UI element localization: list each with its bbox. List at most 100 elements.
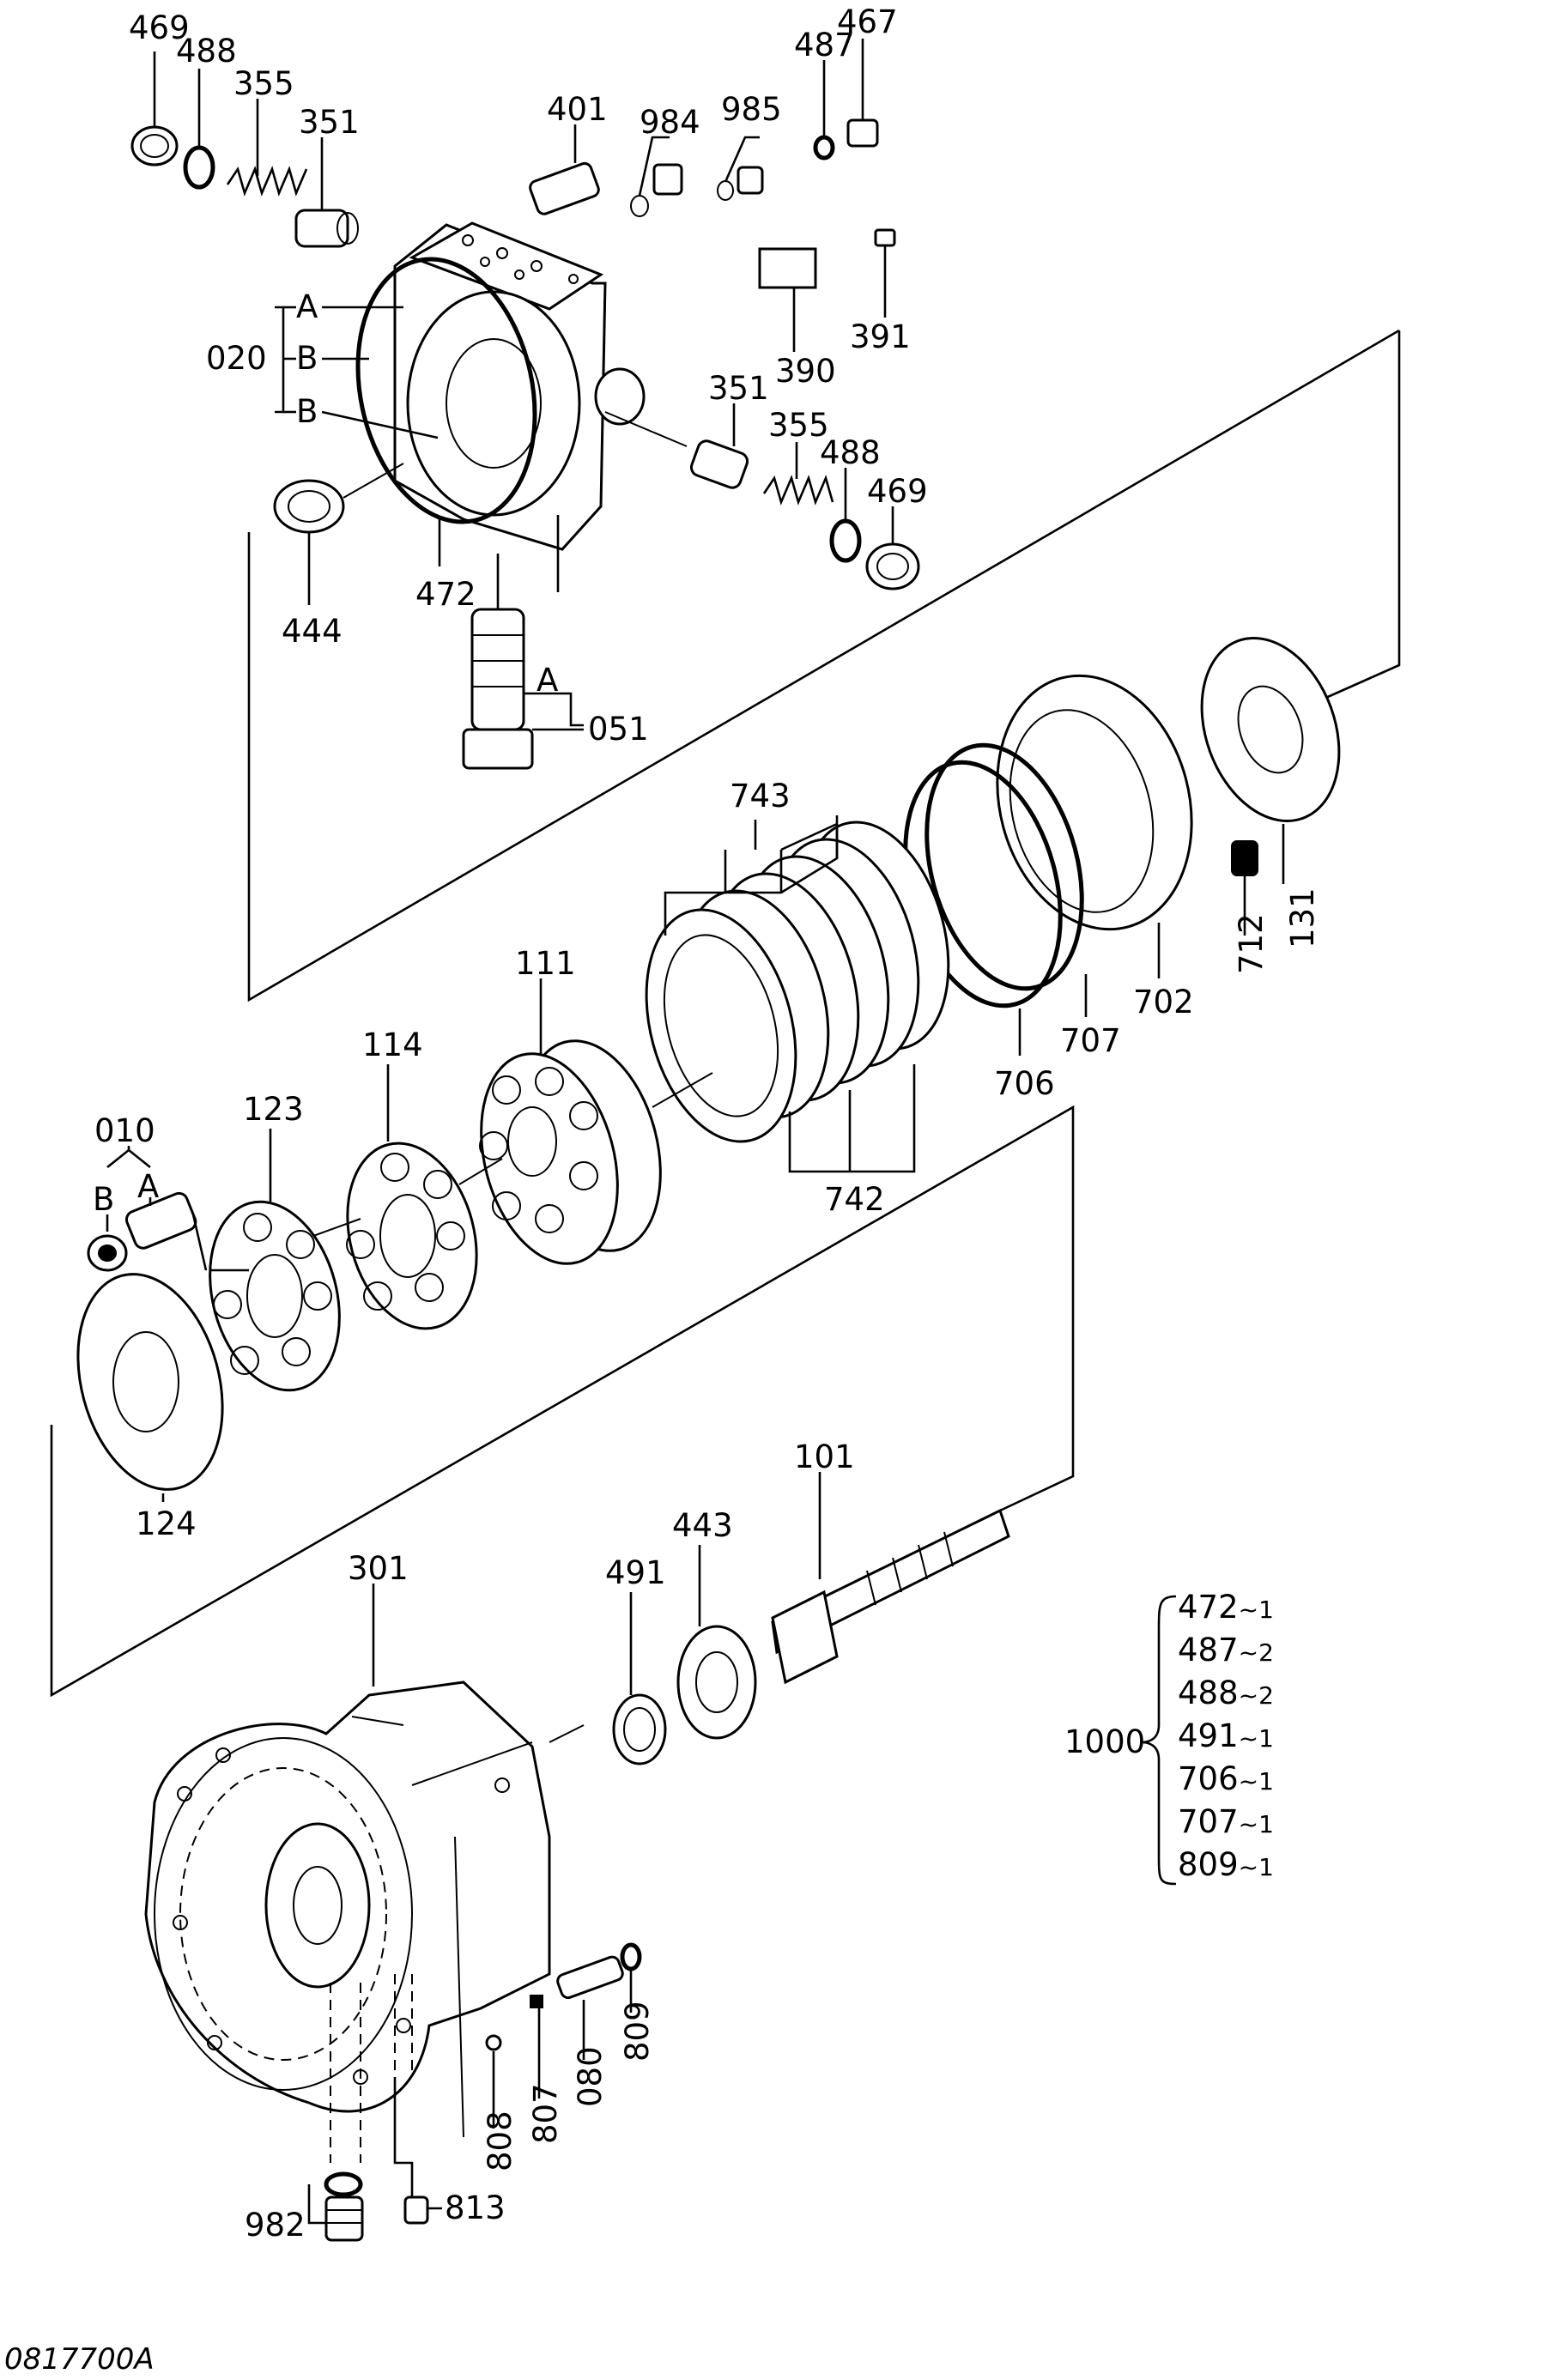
plug-984-part	[630, 136, 683, 217]
oring-488-mid-part	[829, 518, 862, 563]
shaft-101-part	[771, 1472, 1010, 1685]
label-743: 743	[730, 778, 791, 815]
spring-355-mid-part	[762, 442, 834, 506]
label-742: 742	[824, 1181, 885, 1218]
bolt-391-part	[874, 228, 896, 318]
kit-item-487: 487~2	[1178, 1632, 1274, 1668]
label-702: 702	[1133, 984, 1194, 1020]
label-124: 124	[136, 1505, 197, 1542]
kit-item-part: 491	[1178, 1717, 1239, 1754]
oring-809-part	[620, 1942, 642, 1971]
kit-item-472: 472~1	[1178, 1589, 1274, 1626]
kit-item-qty: ~1	[1239, 1853, 1274, 1881]
spool-351-top-part	[294, 137, 359, 248]
brake-piston-702-part	[996, 674, 1193, 978]
ring-707-part	[924, 742, 1084, 991]
kit-item-qty: ~1	[1239, 1724, 1274, 1753]
port-cover-group: 469 488 355 351 401 984	[129, 3, 928, 770]
label-707: 707	[1060, 1022, 1121, 1059]
piston-shoe-010-part	[87, 1191, 208, 1272]
friction-plates-743-742-part	[645, 821, 950, 1143]
label-809: 809	[619, 2001, 656, 2062]
kit-item-qty: ~1	[1239, 1810, 1274, 1838]
plug-982-part	[307, 2171, 364, 2242]
kit-item-qty: ~2	[1239, 1638, 1274, 1667]
housing-group: 101 443 491	[50, 1105, 1075, 2244]
brake-group: 131 712 702 707 706	[76, 329, 1401, 1542]
callout-a-010: A	[137, 1168, 159, 1205]
label-444: 444	[282, 613, 343, 650]
kit-item-part: 707	[1178, 1803, 1239, 1840]
label-080: 080	[572, 2046, 609, 2107]
label-114: 114	[362, 1026, 423, 1063]
bearing-443-part	[676, 1545, 757, 1740]
label-487: 487	[794, 27, 855, 64]
plug-467-part	[846, 39, 879, 148]
valve-051-part	[462, 515, 560, 770]
label-982: 982	[245, 2207, 306, 2244]
label-111: 111	[515, 945, 576, 982]
kit-item-part: 706	[1178, 1760, 1239, 1797]
bearing-444-part	[273, 463, 404, 605]
kit-brace	[1141, 1595, 1177, 1886]
valve-plate-131-part	[1200, 636, 1341, 884]
label-469-top: 469	[129, 9, 190, 46]
label-401: 401	[547, 91, 608, 128]
kit-item-part: 487	[1178, 1632, 1239, 1668]
callout-a-020: A	[296, 288, 318, 325]
callout-a-051: A	[537, 662, 558, 699]
label-355-mid: 355	[768, 407, 829, 444]
cylinder-block-111-part	[479, 978, 662, 1265]
ball-808-part	[485, 2034, 502, 2051]
port-cover-020-part	[393, 221, 646, 551]
callout-b1-020: B	[296, 340, 318, 377]
kit-item-488: 488~2	[1178, 1674, 1274, 1711]
plug-813-part	[393, 2077, 442, 2225]
plug-469-top-part	[130, 51, 179, 167]
housing-301-part	[144, 1584, 585, 2163]
drawing-code: 0817700A	[4, 2342, 155, 2377]
swash-plate-124-part	[76, 1273, 224, 1502]
label-472: 472	[415, 576, 476, 613]
label-985: 985	[721, 91, 782, 128]
label-351-mid: 351	[708, 370, 769, 407]
label-301: 301	[348, 1550, 409, 1587]
kit-item-qty: ~1	[1239, 1596, 1274, 1624]
label-706: 706	[994, 1065, 1055, 1102]
label-467: 467	[837, 3, 898, 40]
oring-487-part	[813, 135, 835, 160]
label-488-top: 488	[176, 33, 237, 70]
label-984: 984	[640, 104, 700, 141]
kit-item-809: 809~1	[1178, 1846, 1274, 1883]
spool-351-mid-part	[689, 403, 749, 489]
plate-123-part	[209, 1129, 341, 1392]
label-355-top: 355	[233, 65, 294, 102]
label-1000: 1000	[1064, 1723, 1145, 1760]
plug-807-part	[530, 1995, 543, 2008]
oring-488-top-part	[183, 145, 215, 190]
label-123: 123	[243, 1091, 304, 1128]
label-813: 813	[445, 2189, 506, 2226]
label-491: 491	[605, 1554, 666, 1591]
seal-491-part	[612, 1592, 667, 1765]
plug-469-mid-part	[865, 506, 920, 590]
label-390: 390	[775, 353, 836, 390]
label-351-top: 351	[299, 104, 360, 141]
label-469-mid: 469	[867, 473, 928, 510]
label-010: 010	[94, 1112, 155, 1149]
callout-b2-020: B	[296, 393, 318, 430]
kit-item-part: 809	[1178, 1846, 1239, 1883]
oring-472-part	[355, 257, 537, 524]
label-808: 808	[482, 2111, 518, 2171]
callout-b-010: B	[93, 1181, 114, 1218]
plug-985-part	[717, 136, 764, 201]
kit-item-part: 472	[1178, 1589, 1239, 1626]
plug-401-part	[529, 124, 600, 215]
kit-item-qty: ~2	[1239, 1681, 1274, 1710]
kit-item-491: 491~1	[1178, 1717, 1274, 1754]
label-807: 807	[527, 2083, 564, 2144]
label-020: 020	[206, 340, 267, 377]
